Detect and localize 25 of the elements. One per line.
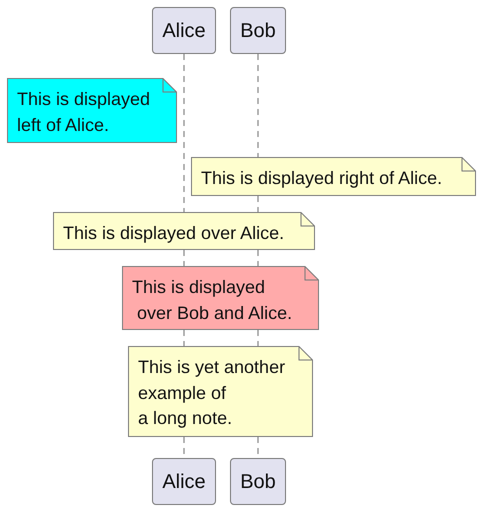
lifeline xyxy=(257,196,259,212)
participant-box xyxy=(152,7,216,54)
participant-name: Bob xyxy=(240,470,276,494)
participant-name: Alice xyxy=(162,470,206,494)
note xyxy=(7,78,177,143)
participant-name: Alice xyxy=(162,18,206,42)
participant-box xyxy=(230,458,286,505)
note xyxy=(191,157,476,196)
note-text: This is displayed left of Alice. xyxy=(17,88,150,136)
participant-box xyxy=(230,7,286,54)
note xyxy=(122,266,319,330)
note-text: This is yet another example of a long note. xyxy=(138,356,286,430)
note-text: This is displayed right of Alice. xyxy=(201,167,442,190)
lifeline xyxy=(257,330,259,346)
note-text: This is displayed over Alice. xyxy=(63,222,284,245)
participant-box xyxy=(152,458,216,505)
lifeline xyxy=(183,330,185,346)
lifeline xyxy=(257,250,259,266)
note xyxy=(53,212,315,250)
note xyxy=(128,346,313,437)
lifeline xyxy=(257,54,259,157)
lifeline xyxy=(183,250,185,266)
participant-name: Bob xyxy=(240,18,276,42)
note-text: This is displayed over Bob and Alice. xyxy=(132,276,292,324)
lifeline xyxy=(183,54,185,212)
